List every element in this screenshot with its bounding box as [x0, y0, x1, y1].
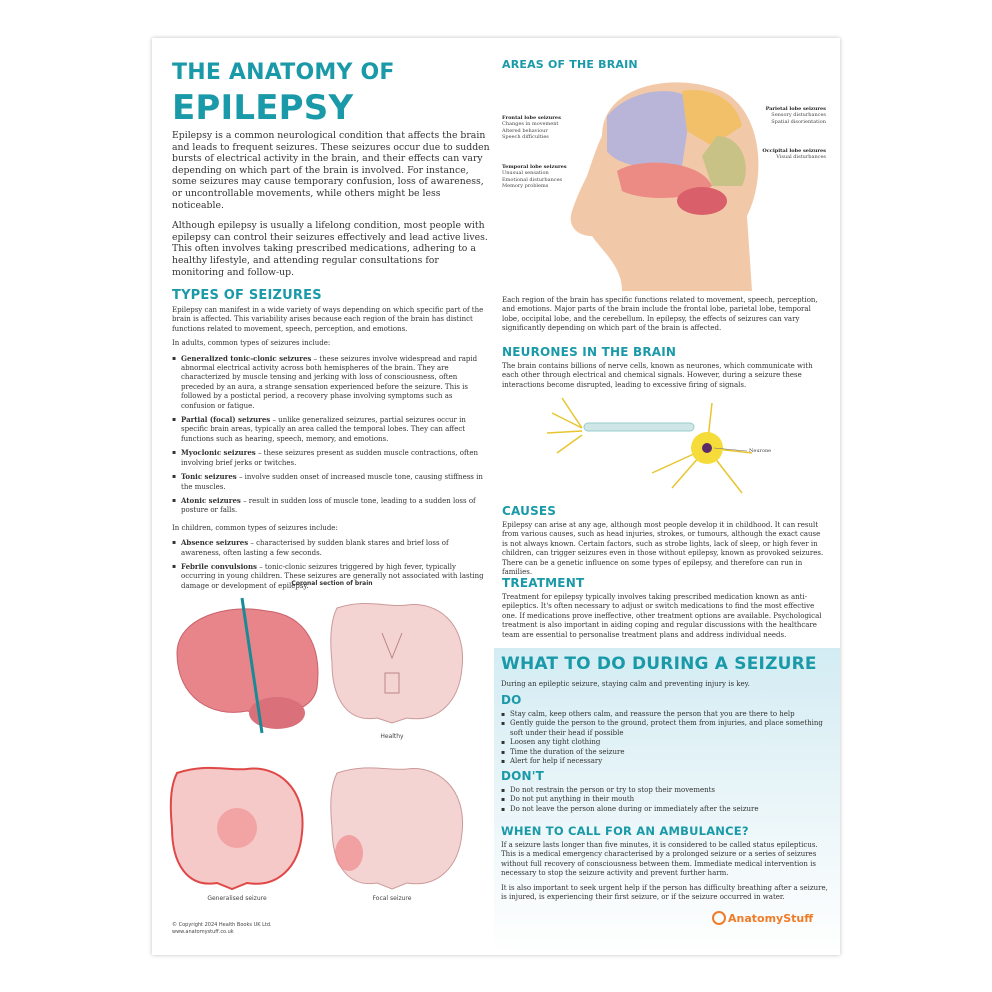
neurones-text: The brain contains billions of nerve cel… — [502, 362, 813, 389]
list-item: Generalized tonic-clonic seizures – thes… — [172, 354, 487, 411]
causes-text: Epilepsy can arise at any age, although … — [502, 521, 824, 577]
logo-icon — [712, 911, 726, 925]
description: – characterised by sudden blank stares a… — [181, 539, 449, 557]
areas-heading: AREAS OF THE BRAIN — [502, 58, 638, 71]
list-item: Gently guide the person to the ground, p… — [501, 719, 831, 738]
description: – these seizures present as sudden muscl… — [181, 449, 479, 467]
caption-healthy: Healthy — [380, 733, 404, 740]
types-section: Epilepsy can manifest in a wide variety … — [172, 306, 487, 595]
list-item: Tonic seizures – involve sudden onset of… — [172, 472, 487, 492]
list-item: Partial (focal) seizures – unlike genera… — [172, 415, 487, 444]
brain-generalised — [169, 766, 304, 891]
poster: THE ANATOMY OF EPILEPSY Epilepsy is a co… — [152, 38, 840, 955]
do-list: Stay calm, keep others calm, and reassur… — [501, 710, 831, 767]
brain-focal — [330, 767, 464, 890]
list-item: Myoclonic seizures – these seizures pres… — [172, 448, 487, 468]
ambulance-text: If a seizure lasts longer than five minu… — [501, 841, 828, 902]
children-intro: In children, common types of seizures in… — [172, 523, 338, 532]
treatment-heading: TREATMENT — [502, 576, 585, 590]
adults-intro: In adults, common types of seizures incl… — [172, 339, 331, 348]
adult-seizure-list: Generalized tonic-clonic seizures – thes… — [172, 354, 487, 516]
types-intro: Epilepsy can manifest in a wide variety … — [172, 306, 484, 333]
term: Febrile convulsions — [181, 561, 257, 571]
footer: © Copyright 2024 Health Books UK Ltd. ww… — [172, 922, 272, 936]
list-item: Do not restrain the person or try to sto… — [501, 786, 831, 796]
causes-heading: CAUSES — [502, 504, 557, 518]
brain-side-view — [176, 597, 319, 734]
intro-paragraph: Although epilepsy is usually a lifelong … — [172, 220, 488, 278]
seizure-panel: WHAT TO DO DURING A SEIZURE During an ep… — [494, 648, 840, 955]
coronal-title: Coronal section of brain — [291, 580, 373, 587]
description: – unlike generalized seizures, partial s… — [181, 416, 466, 443]
description: – tonic-clonic seizures triggered by hig… — [181, 562, 484, 590]
list-item: Loosen any tight clothing — [501, 738, 831, 748]
description: – involve sudden onset of increased musc… — [181, 473, 483, 491]
coronal-illustration — [169, 597, 464, 891]
neurone-label: Neurone — [749, 448, 772, 454]
brand-name: AnatomyStuff — [728, 911, 814, 925]
child-seizure-list: Absence seizures – characterised by sudd… — [172, 538, 487, 591]
term: Generalized tonic-clonic seizures — [181, 353, 312, 363]
areas-text: Each region of the brain has specific fu… — [502, 296, 818, 333]
do-heading: DO — [501, 693, 522, 707]
list-item: Do not leave the person alone during or … — [501, 805, 831, 815]
ambulance-heading: WHEN TO CALL FOR AN AMBULANCE? — [501, 824, 749, 838]
neurone-illustration — [546, 397, 753, 494]
brain-healthy — [330, 602, 464, 724]
during-heading: WHAT TO DO DURING A SEIZURE — [501, 654, 817, 674]
description: – result in sudden loss of muscle tone, … — [181, 496, 476, 515]
intro-paragraph: Epilepsy is a common neurological condit… — [172, 130, 490, 211]
neurones-heading: NEURONES IN THE BRAIN — [502, 345, 677, 359]
intro: Epilepsy is a common neurological condit… — [172, 130, 492, 278]
during-intro: During an epileptic seizure, staying cal… — [501, 680, 750, 688]
dont-heading: DON'T — [501, 769, 545, 783]
caption-generalised: Generalised seizure — [207, 895, 267, 902]
dont-list: Do not restrain the person or try to sto… — [501, 786, 831, 815]
list-item: Time the duration of the seizure — [501, 748, 831, 758]
list-item: Alert for help if necessary — [501, 757, 831, 767]
head-brain-illustration — [570, 82, 759, 291]
types-heading: TYPES OF SEIZURES — [172, 288, 322, 303]
title-line1: THE ANATOMY OF — [172, 60, 395, 85]
list-item: Atonic seizures – result in sudden loss … — [172, 496, 487, 516]
treatment-text: Treatment for epilepsy typically involve… — [502, 593, 822, 639]
website-link[interactable]: www.anatomystuff.co.uk — [172, 929, 234, 935]
list-item: Febrile convulsions – tonic-clonic seizu… — [172, 562, 487, 591]
description: – these seizures involve widespread and … — [181, 354, 478, 410]
term: Atonic seizures — [181, 495, 241, 505]
term: Tonic seizures — [181, 472, 237, 482]
brand-logo: AnatomyStuff — [712, 911, 813, 925]
title-line2: EPILEPSY — [172, 88, 354, 128]
list-item: Absence seizures – characterised by sudd… — [172, 538, 487, 558]
term: Absence seizures — [181, 538, 249, 548]
list-item: Do not put anything in their mouth — [501, 795, 831, 805]
term: Myoclonic seizures — [181, 448, 256, 458]
term: Partial (focal) seizures — [181, 415, 271, 425]
list-item: Stay calm, keep others calm, and reassur… — [501, 710, 831, 720]
copyright: © Copyright 2024 Health Books UK Ltd. — [172, 922, 272, 928]
caption-focal: Focal seizure — [372, 895, 412, 902]
